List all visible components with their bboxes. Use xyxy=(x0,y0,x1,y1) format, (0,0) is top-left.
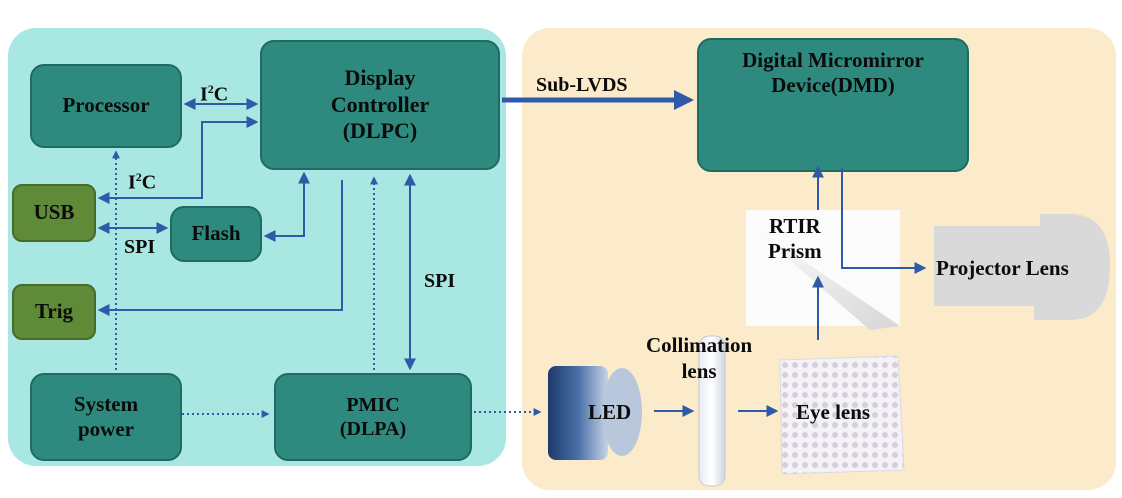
dmd-block[interactable]: Digital Micromirror Device(DMD) xyxy=(697,38,969,172)
eye-lens-label: Eye lens xyxy=(796,400,871,424)
pmic-block[interactable]: PMIC (DLPA) xyxy=(274,373,472,461)
display-controller-block[interactable]: Display Controller (DLPC) xyxy=(260,40,500,170)
flash-dlpc-arrow xyxy=(263,171,310,242)
dmd-to-projector-arrow xyxy=(841,168,927,274)
sub-lvds-label: Sub-LVDS xyxy=(536,74,628,96)
system-power-block[interactable]: System power xyxy=(30,373,182,461)
spi-pmic-label: SPI xyxy=(424,270,456,292)
trig-block[interactable]: Trig xyxy=(12,284,96,340)
dlpc-trig-arrow xyxy=(97,180,343,316)
projector-lens-label: Projector Lens xyxy=(936,256,1069,280)
collimation-lens-label: Collimation lens xyxy=(646,333,753,384)
i2c-left-label: I2C xyxy=(128,170,157,194)
led-label: LED xyxy=(588,400,632,424)
dlpc-usb-arrow xyxy=(97,116,259,204)
rtir-prism-label: RTIR Prism xyxy=(768,214,822,264)
led-image xyxy=(548,366,642,460)
spi-flash-label: SPI xyxy=(124,236,156,258)
i2c-top-label: I2C xyxy=(200,82,229,106)
projector-lens-image xyxy=(934,214,1110,320)
usb-block[interactable]: USB xyxy=(12,184,96,242)
collimation-lens-image xyxy=(698,335,726,487)
eye-lens-image xyxy=(779,355,905,475)
flash-block[interactable]: Flash xyxy=(170,206,262,262)
